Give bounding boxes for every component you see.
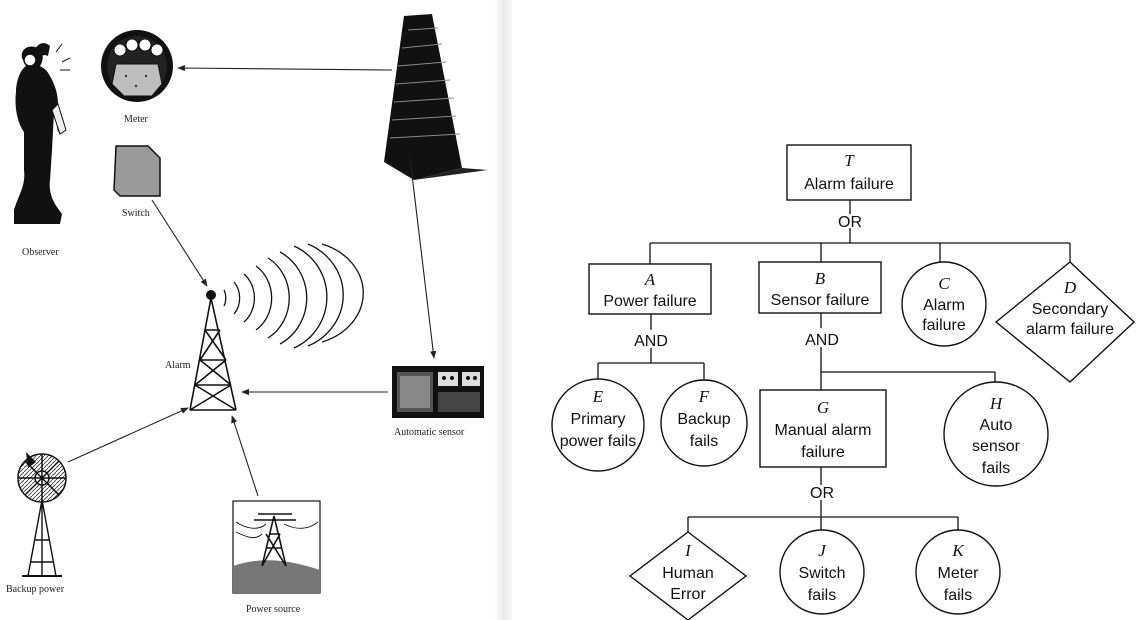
fault-D-letter: D — [1063, 278, 1077, 297]
fault-G-label-1: Manual alarm — [775, 422, 872, 439]
observer-figure — [14, 43, 70, 224]
tower-to-sensor-arrow — [410, 158, 434, 358]
fault-F-label-1: Backup — [677, 411, 730, 428]
observer-label: Observer — [22, 247, 59, 258]
fault-H-label-2: sensor — [972, 438, 1021, 455]
fault-F-label-2: fails — [690, 433, 718, 450]
fault-T-letter: T — [844, 151, 855, 170]
meter-icon — [101, 30, 173, 102]
fault-K-label-1: Meter — [938, 565, 980, 582]
fault-I-label-1: Human — [662, 565, 714, 582]
fault-C-label-2: failure — [922, 317, 966, 334]
gate-B-and: AND — [805, 332, 839, 349]
fault-C-label-1: Alarm — [923, 297, 965, 314]
gate-G-or: OR — [810, 485, 834, 502]
fault-I-label-2: Error — [670, 586, 706, 603]
switch-to-alarm-arrow — [152, 200, 207, 286]
fault-A-letter: A — [644, 270, 656, 289]
fault-E-label-1: Primary — [570, 411, 625, 428]
fault-G-letter: G — [817, 398, 829, 417]
fault-F-letter: F — [698, 387, 710, 406]
power-source-icon — [233, 501, 320, 593]
backup-to-alarm-arrow — [68, 408, 188, 462]
fault-G-label-2: failure — [801, 444, 845, 461]
power-source-to-alarm-arrow — [232, 416, 258, 496]
tower-to-meter-arrow — [178, 68, 392, 70]
alarm-mast-icon — [190, 244, 363, 410]
fault-tree: T Alarm failure OR A Power failure AND B… — [552, 145, 1134, 620]
fault-D-label-1: Secondary — [1032, 301, 1109, 318]
switch-icon — [114, 146, 160, 196]
automatic-sensor-icon — [392, 366, 484, 418]
switch-label: Switch — [122, 208, 150, 219]
fault-K-label-2: fails — [944, 587, 972, 604]
fault-T-label: Alarm failure — [804, 176, 894, 193]
fault-J-label-1: Switch — [798, 565, 845, 582]
backup-power-label: Backup power — [6, 584, 65, 595]
page-gutter — [494, 0, 512, 620]
fault-H-letter: H — [989, 394, 1004, 413]
fault-H-label-3: fails — [982, 460, 1010, 477]
alarm-label: Alarm — [165, 360, 191, 371]
fault-K-letter: K — [951, 541, 965, 560]
fault-E-letter: E — [592, 387, 604, 406]
power-source-label: Power source — [246, 604, 301, 615]
tower-illustration — [384, 14, 488, 180]
meter-label: Meter — [124, 114, 149, 125]
fault-J-label-2: fails — [808, 587, 836, 604]
fault-A-label: Power failure — [603, 293, 696, 310]
fault-C-letter: C — [938, 274, 950, 293]
fault-B-label: Sensor failure — [771, 292, 870, 309]
fault-E-label-2: power fails — [560, 433, 636, 450]
system-illustration: Observer Meter Switch — [6, 14, 488, 615]
fault-H-label-1: Auto — [980, 417, 1013, 434]
automatic-sensor-label: Automatic sensor — [394, 427, 465, 438]
fault-D-label-2: alarm failure — [1026, 321, 1114, 338]
windmill-icon — [18, 452, 66, 576]
fault-B-letter: B — [815, 269, 826, 288]
gate-T-or: OR — [838, 214, 862, 231]
gate-A-and: AND — [634, 333, 668, 350]
